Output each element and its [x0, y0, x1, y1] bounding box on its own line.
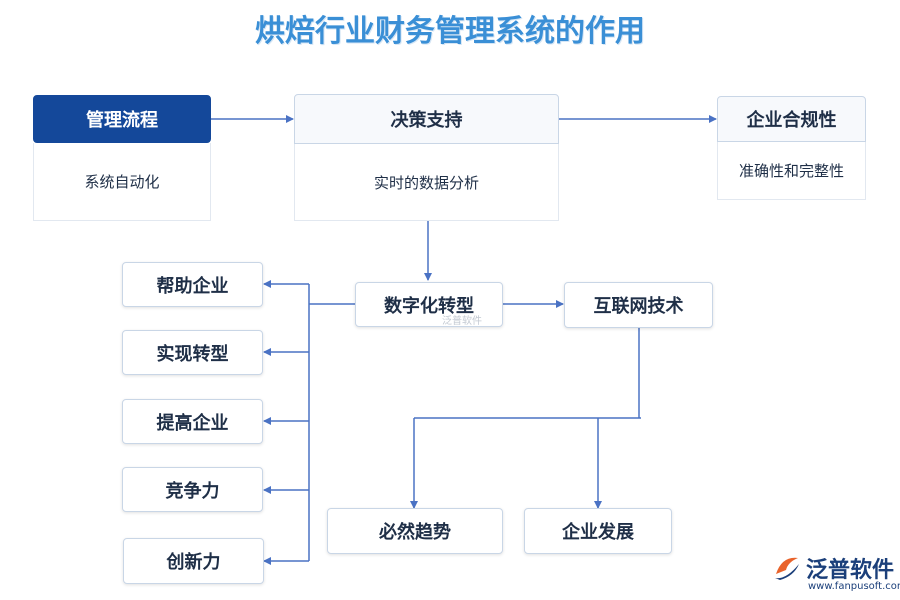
fanpu-logo: 泛普软件 www.fanpusoft.com: [770, 550, 900, 596]
left-item: 创新力: [123, 538, 264, 584]
decision-support-header: 决策支持: [294, 94, 559, 144]
watermark: 泛普软件: [442, 316, 482, 327]
inevitable-trend-label: 必然趋势: [379, 522, 451, 543]
enterprise-development-label: 企业发展: [562, 522, 634, 543]
fanpu-logo-icon: [775, 557, 799, 580]
logo-name: 泛普软件: [806, 558, 895, 583]
left-item-label: 竞争力: [165, 480, 220, 502]
compliance-header: 企业合规性: [717, 96, 866, 142]
internet-technology-node: 互联网技术: [564, 282, 713, 328]
left-item: 竞争力: [122, 467, 263, 512]
enterprise-development-node: 企业发展: [524, 508, 672, 554]
page-title: 烘焙行业财务管理系统的作用: [255, 14, 645, 49]
decision-support-body: 实时的数据分析: [294, 144, 559, 221]
left-item-label: 创新力: [166, 552, 221, 573]
left-item-label: 实现转型: [156, 343, 229, 365]
left-item-label: 帮助企业: [156, 275, 229, 297]
digital-transformation-node: 数字化转型: [355, 282, 503, 327]
management-process-body: 系统自动化: [33, 143, 211, 221]
digital-transformation-label: 数字化转型: [384, 295, 474, 317]
compliance-body: 准确性和完整性: [717, 142, 866, 200]
inevitable-trend-node: 必然趋势: [327, 508, 503, 554]
left-item: 帮助企业: [122, 262, 263, 307]
left-item: 实现转型: [122, 330, 263, 375]
internet-technology-label: 互联网技术: [593, 296, 684, 317]
left-item: 提高企业: [122, 399, 263, 444]
left-item-label: 提高企业: [156, 412, 229, 434]
management-process-header: 管理流程: [33, 95, 211, 143]
logo-url: www.fanpusoft.com: [808, 581, 900, 592]
